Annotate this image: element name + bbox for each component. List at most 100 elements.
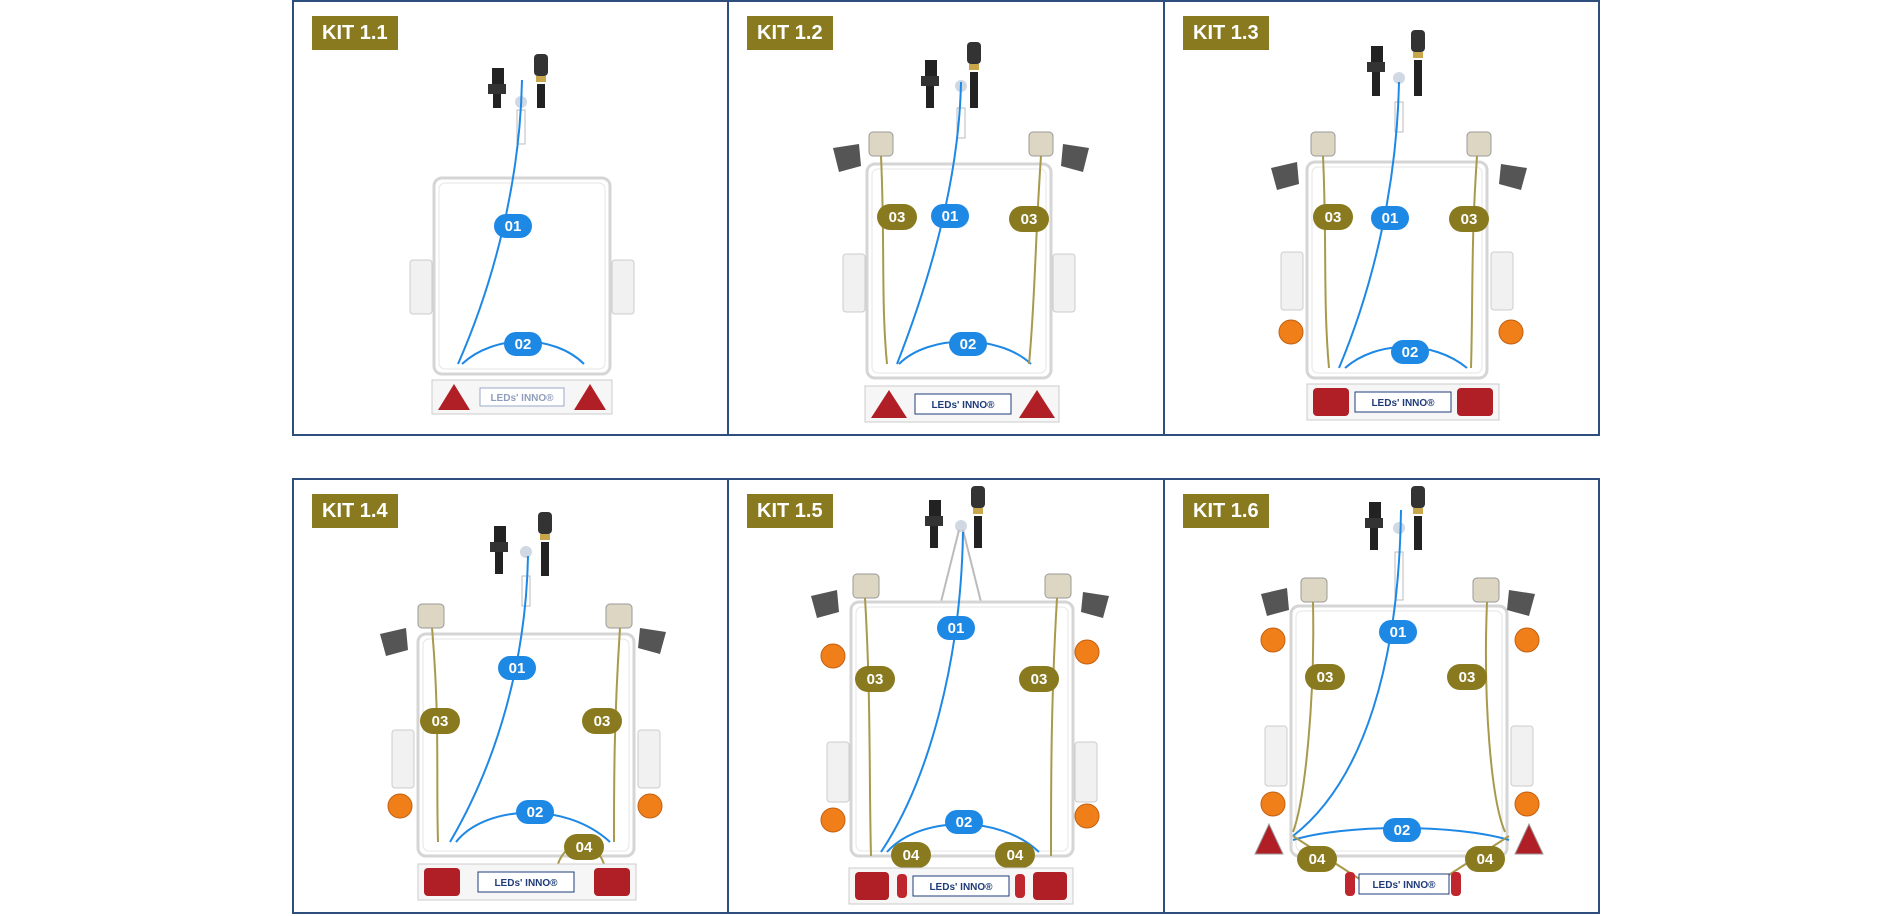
junction-icon — [1393, 522, 1405, 534]
svg-text:03: 03 — [594, 713, 611, 730]
bracket-icon — [1271, 162, 1299, 190]
triangle-light-icon — [574, 384, 606, 410]
svg-text:04: 04 — [1309, 851, 1326, 868]
svg-text:01: 01 — [948, 620, 965, 637]
svg-text:02: 02 — [1402, 344, 1419, 361]
wheel-right — [1074, 741, 1098, 803]
wire-badge-03: 03 — [877, 204, 917, 230]
wire-badge-03: 03 — [420, 708, 460, 734]
wiring-diagram: 01 02 LEDs' INNO® — [409, 54, 635, 415]
wire-badge-02: 02 — [1391, 340, 1429, 364]
kit-panel-1-3: KIT 1.3 03 01 03 02 LEDs' INNO® — [1163, 0, 1600, 436]
drawbar — [940, 529, 982, 603]
cable-01 — [1338, 81, 1400, 369]
wire-badge-01: 01 — [1379, 620, 1417, 644]
rear-combination-light — [1313, 388, 1349, 416]
front-marker-light — [1300, 577, 1328, 603]
svg-text:04: 04 — [1477, 851, 1494, 868]
svg-text:02: 02 — [527, 804, 544, 821]
side-reflector-orange — [820, 807, 846, 833]
wheel-right — [1510, 725, 1534, 787]
wheel-left — [409, 259, 433, 315]
marker-light — [1345, 872, 1355, 896]
side-reflector-orange — [1514, 627, 1540, 653]
svg-text:03: 03 — [867, 671, 884, 688]
front-marker-light — [1466, 131, 1492, 157]
number-plate — [914, 393, 1012, 415]
cable-03-right — [1470, 155, 1478, 369]
cable-01 — [896, 81, 962, 365]
kit-label: KIT 1.3 — [1183, 16, 1269, 50]
wiring-diagram: 01 03 03 02 04 LEDs' INNO® — [380, 512, 666, 901]
bracket-icon — [1507, 590, 1535, 616]
junction-icon — [955, 520, 967, 532]
cable-03-left — [864, 597, 872, 857]
svg-text:02: 02 — [515, 336, 532, 353]
wire-badge-03: 03 — [855, 666, 895, 692]
svg-text:LEDs' INNO®: LEDs' INNO® — [494, 878, 558, 889]
front-marker-light — [868, 131, 894, 157]
wire-badge-04: 04 — [995, 842, 1035, 868]
svg-text:03: 03 — [1461, 211, 1478, 228]
wire-badge-03: 03 — [1313, 204, 1353, 230]
bracket-icon — [638, 628, 666, 654]
wire-badge-02: 02 — [949, 332, 987, 356]
svg-text:03: 03 — [1459, 669, 1476, 686]
wire-badge-03: 03 — [582, 708, 622, 734]
wire-badge-03: 03 — [1019, 666, 1059, 692]
wiring-diagram: 01 03 03 02 04 04 LEDs' INNO® — [811, 486, 1109, 905]
wire-badge-04: 04 — [1465, 846, 1505, 872]
svg-text:04: 04 — [1007, 847, 1024, 864]
trailer-frame — [432, 176, 612, 376]
wheel-left — [826, 741, 850, 803]
wire-badge-03: 03 — [1305, 664, 1345, 690]
plug-connector-icon — [1367, 30, 1425, 96]
side-reflector-orange — [1074, 639, 1100, 665]
number-plate — [912, 875, 1010, 897]
svg-text:02: 02 — [960, 336, 977, 353]
cable-03-right — [1028, 155, 1042, 365]
kit-panel-1-5: KIT 1.5 01 03 03 02 04 04 — [727, 478, 1165, 914]
number-plate — [1354, 391, 1452, 413]
triangle-light-icon — [438, 384, 470, 410]
svg-text:02: 02 — [1394, 822, 1411, 839]
wire-badge-03: 03 — [1009, 206, 1049, 232]
trailer-frame — [865, 162, 1053, 380]
kit-panel-1-6: KIT 1.6 01 03 03 02 04 04 — [1163, 478, 1600, 914]
rear-combination-light — [1033, 872, 1067, 900]
side-reflector-orange — [820, 643, 846, 669]
cable-01 — [880, 531, 964, 853]
wheel-right — [1052, 253, 1076, 313]
wire-badge-04: 04 — [1297, 846, 1337, 872]
svg-text:03: 03 — [889, 209, 906, 226]
front-marker-light — [1310, 131, 1336, 157]
wheel-right — [611, 259, 635, 315]
wiring-diagram: 03 01 03 02 LEDs' INNO® — [1271, 30, 1527, 421]
svg-text:02: 02 — [956, 814, 973, 831]
number-plate — [479, 387, 565, 407]
svg-text:01: 01 — [942, 208, 959, 225]
number-plate — [477, 871, 575, 893]
kit-label: KIT 1.4 — [312, 494, 398, 528]
wiring-diagram: 03 01 03 02 LEDs' INNO® — [833, 42, 1089, 423]
side-reflector-orange — [637, 793, 663, 819]
wire-badge-01: 01 — [931, 204, 969, 228]
svg-text:04: 04 — [576, 839, 593, 856]
cable-01 — [1292, 509, 1402, 837]
wire-badge-02: 02 — [945, 810, 983, 834]
wire-badge-04: 04 — [564, 834, 604, 860]
kit-label: KIT 1.6 — [1183, 494, 1269, 528]
kit-label: KIT 1.2 — [747, 16, 833, 50]
svg-text:01: 01 — [1390, 624, 1407, 641]
plug-connector-icon — [1365, 486, 1425, 550]
svg-text:LEDs' INNO®: LEDs' INNO® — [1371, 398, 1435, 409]
bracket-icon — [1061, 144, 1089, 172]
front-marker-light — [1044, 573, 1072, 599]
cable-03-right — [1050, 597, 1058, 857]
svg-text:LEDs' INNO®: LEDs' INNO® — [1372, 880, 1436, 891]
wire-badge-02: 02 — [516, 800, 554, 824]
side-reflector-orange — [1260, 627, 1286, 653]
front-marker-light — [1472, 577, 1500, 603]
side-reflector-orange — [1074, 803, 1100, 829]
rear-combination-light — [594, 868, 630, 896]
